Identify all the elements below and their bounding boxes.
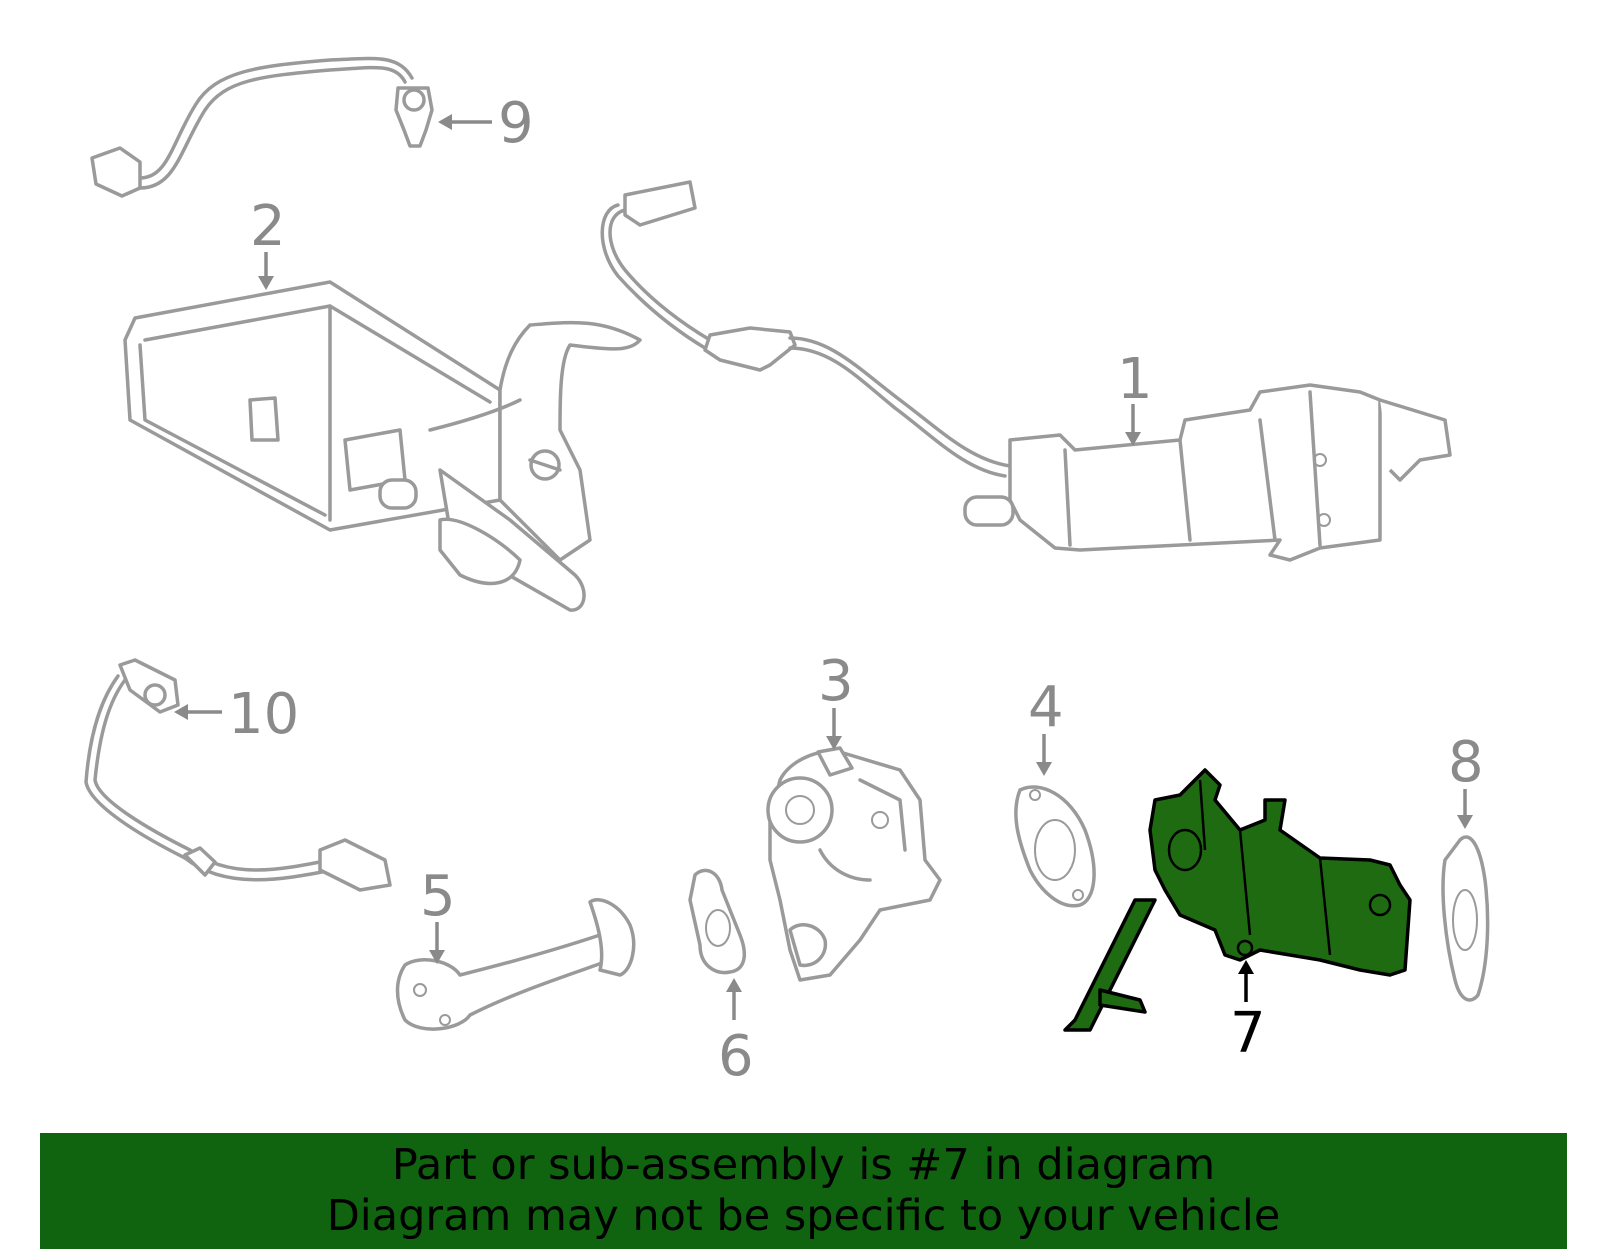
banner-line-part-info: Part or sub-assembly is #7 in diagram	[391, 1140, 1216, 1190]
callout-1: 1	[1117, 347, 1153, 412]
callout-3: 3	[818, 649, 854, 714]
callout-9: 9	[498, 91, 534, 156]
part-2-canister[interactable]	[123, 280, 642, 612]
banner-line-disclaimer: Diagram may not be specific to your vehi…	[326, 1191, 1281, 1241]
part-8-gasket[interactable]	[1441, 835, 1490, 1002]
callout-8: 8	[1448, 730, 1484, 795]
callout-5: 5	[420, 864, 456, 929]
part-1-egr-cooler[interactable]	[600, 180, 1452, 562]
part-6-gasket[interactable]	[688, 868, 747, 975]
part-5-egr-pipe[interactable]	[395, 898, 636, 1031]
callout-2: 2	[250, 194, 286, 259]
callout-4: 4	[1028, 675, 1064, 740]
part-10-oxygen-sensor[interactable]	[84, 658, 392, 892]
info-banner: Part or sub-assembly is #7 in diagram Di…	[40, 1133, 1567, 1249]
callout-7: 7	[1230, 1001, 1266, 1066]
part-4-gasket[interactable]	[1014, 785, 1096, 908]
part-3-egr-valve[interactable]	[766, 746, 942, 982]
part-7-egr-cooler-highlighted[interactable]	[1063, 768, 1412, 1032]
parts-diagram: 9 2 1	[84, 56, 1490, 1089]
callout-10: 10	[228, 682, 299, 747]
part-9-oxygen-sensor[interactable]	[90, 56, 434, 198]
callout-6: 6	[718, 1024, 754, 1089]
